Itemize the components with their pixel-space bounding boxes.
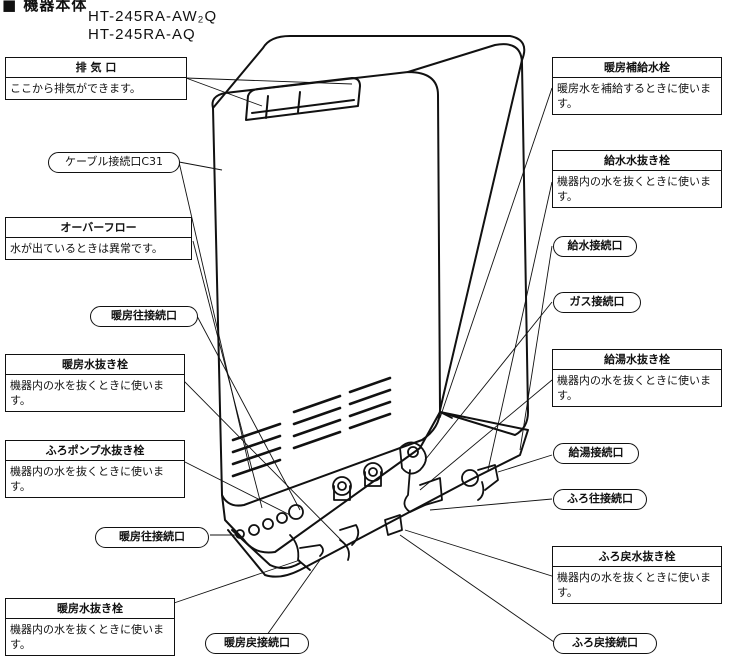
callout-desc: 機器内の水を抜くときに使います。 (10, 623, 164, 651)
callout-hot-water-drain: 給湯水抜き栓 機器内の水を抜くときに使います。 (552, 349, 722, 407)
callout-desc: 機器内の水を抜くときに使います。 (10, 379, 164, 407)
cabinet-top (212, 35, 526, 411)
callout-heating-drain-bottom: 暖房水抜き栓 機器内の水を抜くときに使います。 (5, 598, 175, 656)
callout-heating-drain: 暖房水抜き栓 機器内の水を抜くときに使います。 (5, 354, 185, 412)
label-bath-outlet: ふろ往接続口 (553, 489, 647, 510)
callout-bath-drain: ふろ戻水抜き栓 機器内の水を抜くときに使います。 (552, 546, 722, 604)
leader-lines (173, 77, 556, 643)
callout-desc: 暖房水を補給するときに使います。 (557, 82, 711, 110)
callout-title: 暖房補給水栓 (553, 58, 721, 78)
label-heating-outlet-bottom: 暖房往接続口 (95, 527, 209, 548)
callout-title: 排 気 口 (6, 58, 186, 78)
callout-title: ふろ戻水抜き栓 (553, 547, 721, 567)
label-water-inlet: 給水接続口 (553, 236, 637, 257)
callout-desc: 機器内の水を抜くときに使います。 (557, 571, 711, 599)
exhaust-outlet (245, 77, 361, 121)
model-number-1: HT-245RA-AW₂Q (88, 8, 218, 25)
callout-desc: 機器内の水を抜くときに使います。 (557, 175, 711, 203)
page-title: ■ 機器本体 (2, 0, 88, 14)
callout-desc: ここから排気ができます。 (10, 82, 141, 95)
callout-title: 給湯水抜き栓 (553, 350, 721, 370)
callout-exhaust: 排 気 口 ここから排気ができます。 (5, 57, 187, 100)
callout-title: 暖房水抜き栓 (6, 355, 184, 375)
label-cable-port: ケーブル接続口C31 (48, 152, 180, 173)
callout-water-drain: 給水水抜き栓 機器内の水を抜くときに使います。 (552, 150, 722, 208)
callout-pump-drain: ふろポンプ水抜き栓 機器内の水を抜くときに使います。 (5, 440, 185, 498)
label-heating-outlet-top: 暖房往接続口 (90, 306, 198, 327)
callout-overflow: オーバーフロー 水が出ているときは異常です。 (5, 217, 192, 260)
label-bath-return: ふろ戻接続口 (553, 633, 657, 654)
pipe-fittings (235, 411, 499, 571)
label-gas-inlet: ガス接続口 (553, 292, 641, 313)
callout-desc: 機器内の水を抜くときに使います。 (557, 374, 711, 402)
callout-desc: 機器内の水を抜くときに使います。 (10, 465, 164, 493)
callout-title: 給水水抜き栓 (553, 151, 721, 171)
callout-title: ふろポンプ水抜き栓 (6, 441, 184, 461)
callout-desc: 水が出ているときは異常です。 (10, 242, 163, 255)
callout-title: オーバーフロー (6, 218, 191, 238)
callout-heating-supply-valve: 暖房補給水栓 暖房水を補給するときに使います。 (552, 57, 722, 115)
model-number-2: HT-245RA-AQ (88, 26, 196, 43)
front-louvres (231, 376, 392, 478)
label-heating-return: 暖房戻接続口 (205, 633, 309, 654)
label-hot-water-outlet: 給湯接続口 (553, 443, 639, 464)
cabinet-front (211, 71, 441, 507)
cabinet-side (407, 43, 529, 436)
callout-title: 暖房水抜き栓 (6, 599, 174, 619)
